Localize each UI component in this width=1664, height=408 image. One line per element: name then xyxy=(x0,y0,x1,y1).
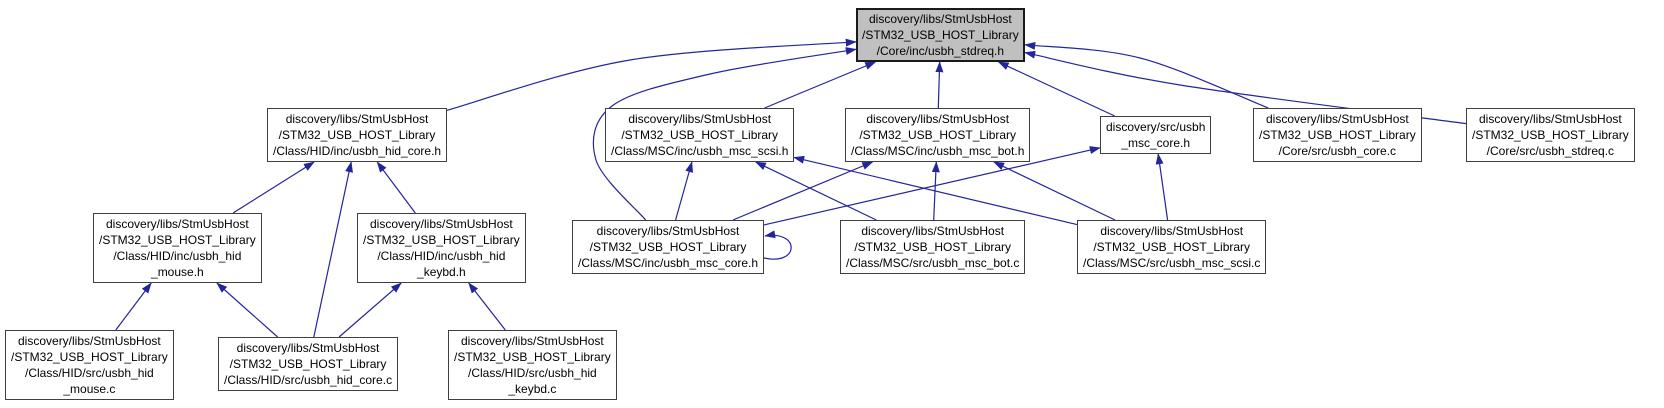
node-label-line: discovery/libs/StmUsbHost xyxy=(628,112,772,126)
node-label-line: /Class/HID/inc/usbh_hid xyxy=(377,249,506,263)
node-label-line: _mouse.h xyxy=(151,265,204,279)
node-label-line: /STM32_USB_HOST_Library xyxy=(621,128,779,142)
node-label-line: discovery/libs/StmUsbHost xyxy=(1266,112,1409,126)
node-label-line: /STM32_USB_HOST_Library xyxy=(363,233,520,247)
node-label-line: _msc_core.h xyxy=(1121,136,1191,150)
graph-node-msc-scsi-c[interactable]: discovery/libs/StmUsbHost/STM32_USB_HOST… xyxy=(1077,220,1267,274)
dependency-edge-msc_core_h-to-msc_scsi_h xyxy=(675,161,693,221)
node-label-line: /STM32_USB_HOST_Library xyxy=(99,233,256,247)
node-label-line: /Class/HID/inc/usbh_hid xyxy=(113,249,242,263)
graph-node-hid-mouse-c[interactable]: discovery/libs/StmUsbHost/STM32_USB_HOST… xyxy=(5,330,174,400)
dependency-edge-hid_mouse_c-to-hid_mouse_h xyxy=(115,282,152,331)
dependency-edge-hid_keybd_c-to-hid_keybd_h xyxy=(468,282,506,331)
node-label-line: /STM32_USB_HOST_Library xyxy=(862,28,1019,42)
graph-node-hid-core-h[interactable]: discovery/libs/StmUsbHost/STM32_USB_HOST… xyxy=(267,108,448,162)
node-label-line: /Class/MSC/inc/usbh_msc_core.h xyxy=(578,256,759,270)
graph-node-msc-scsi-h[interactable]: discovery/libs/StmUsbHost/STM32_USB_HOST… xyxy=(605,108,795,162)
node-label-line: /STM32_USB_HOST_Library xyxy=(278,128,436,142)
node-label-line: /Class/MSC/inc/usbh_msc_scsi.h xyxy=(611,144,789,158)
node-label-line: discovery/libs/StmUsbHost xyxy=(461,334,604,348)
node-label-line: discovery/libs/StmUsbHost xyxy=(18,334,161,348)
node-label-line: /Class/MSC/src/usbh_msc_bot.c xyxy=(846,256,1020,270)
dependency-edge-msc_scsi_h-to-stdreq_h xyxy=(764,61,877,109)
node-label-line: /STM32_USB_HOST_Library xyxy=(454,350,611,364)
node-label-line: /STM32_USB_HOST_Library xyxy=(11,350,168,364)
node-label-line: /STM32_USB_HOST_Library xyxy=(1472,128,1629,142)
dependency-edge-usbh_core_c-to-stdreq_h xyxy=(1024,41,1269,109)
dependency-edge-msc_bot_h-to-stdreq_h xyxy=(935,61,944,109)
node-label-line: discovery/libs/StmUsbHost xyxy=(861,224,1005,238)
graph-node-usbh-core-c[interactable]: discovery/libs/StmUsbHost/STM32_USB_HOST… xyxy=(1253,108,1422,162)
dependency-edge-hid_core_c-to-hid_keybd_h xyxy=(338,282,402,338)
dependency-edge-msc_core_h-to-stdreq_h xyxy=(592,47,857,221)
node-label-line: discovery/libs/StmUsbHost xyxy=(866,112,1010,126)
node-label-line: /STM32_USB_HOST_Library xyxy=(854,240,1012,254)
dependency-edge-msc_scsi_c-to-src_msc_core_h xyxy=(1155,153,1169,221)
dependency-edge-msc_core_h-to-msc_core_h xyxy=(763,230,792,260)
node-label-line: discovery/libs/StmUsbHost xyxy=(1100,224,1244,238)
node-label-line: /Class/HID/src/usbh_hid xyxy=(25,366,154,380)
node-label-line: /Core/inc/usbh_stdreq.h xyxy=(876,44,1005,58)
dependency-edge-msc_bot_c-to-msc_bot_h xyxy=(931,161,940,221)
node-label-line: discovery/libs/StmUsbHost xyxy=(1479,112,1622,126)
dependency-edge-hid_core_h-to-stdreq_h xyxy=(446,38,857,111)
node-label-line: discovery/libs/StmUsbHost xyxy=(370,217,513,231)
node-label-line: _mouse.c xyxy=(63,382,116,396)
graph-node-hid-mouse-h[interactable]: discovery/libs/StmUsbHost/STM32_USB_HOST… xyxy=(93,213,262,283)
node-label-line: _keybd.c xyxy=(508,382,557,396)
dependency-edge-msc_scsi_c-to-msc_bot_h xyxy=(993,161,1116,221)
node-label-line: /STM32_USB_HOST_Library xyxy=(1093,240,1251,254)
node-label-line: /STM32_USB_HOST_Library xyxy=(1259,128,1416,142)
node-label-line: /Class/HID/inc/usbh_hid_core.h xyxy=(273,144,442,158)
node-label-line: /STM32_USB_HOST_Library xyxy=(859,128,1017,142)
graph-node-hid-core-c[interactable]: discovery/libs/StmUsbHost/STM32_USB_HOST… xyxy=(218,337,399,391)
node-label-line: /Core/src/usbh_stdreq.c xyxy=(1486,144,1615,158)
node-label-line: /Class/MSC/src/usbh_msc_scsi.c xyxy=(1083,256,1261,270)
node-label-line: /Core/src/usbh_core.c xyxy=(1278,144,1397,158)
graph-node-msc-bot-h[interactable]: discovery/libs/StmUsbHost/STM32_USB_HOST… xyxy=(845,108,1031,162)
graph-node-hid-keybd-c[interactable]: discovery/libs/StmUsbHost/STM32_USB_HOST… xyxy=(448,330,617,400)
node-label-line: /STM32_USB_HOST_Library xyxy=(229,357,387,371)
node-label-line: discovery/libs/StmUsbHost xyxy=(869,12,1012,26)
dependency-edge-hid_mouse_h-to-hid_core_h xyxy=(232,161,315,214)
graph-node-stdreq-h[interactable]: discovery/libs/StmUsbHost/STM32_USB_HOST… xyxy=(856,8,1025,62)
dependency-edge-msc_core_h-to-src_msc_core_h xyxy=(763,146,1101,226)
node-label-line: discovery/src/usbh xyxy=(1106,120,1206,134)
graph-node-hid-keybd-h[interactable]: discovery/libs/StmUsbHost/STM32_USB_HOST… xyxy=(357,213,526,283)
node-label-line: /Class/HID/src/usbh_hid xyxy=(468,366,597,380)
node-label-line: _keybd.h xyxy=(417,265,466,279)
node-label-line: /Class/HID/src/usbh_hid_core.c xyxy=(224,373,393,387)
dependency-edge-msc_core_h-to-msc_bot_h xyxy=(732,161,874,221)
graph-node-usbh-stdreq-c[interactable]: discovery/libs/StmUsbHost/STM32_USB_HOST… xyxy=(1466,108,1635,162)
dependency-edge-msc_bot_c-to-msc_scsi_h xyxy=(754,161,877,221)
graph-node-msc-bot-c[interactable]: discovery/libs/StmUsbHost/STM32_USB_HOST… xyxy=(840,220,1026,274)
node-label-line: discovery/libs/StmUsbHost xyxy=(236,341,380,355)
node-label-line: discovery/libs/StmUsbHost xyxy=(106,217,249,231)
graph-node-src-msc-core-h[interactable]: discovery/src/usbh _msc_core.h xyxy=(1100,116,1212,154)
node-label-line: discovery/libs/StmUsbHost xyxy=(285,112,429,126)
node-label-line: discovery/libs/StmUsbHost xyxy=(596,224,740,238)
dependency-edge-hid_core_c-to-hid_core_h xyxy=(313,161,353,338)
dependency-edge-hid_keybd_h-to-hid_core_h xyxy=(376,161,416,214)
dependency-edge-hid_core_c-to-hid_mouse_h xyxy=(216,282,278,338)
dependency-edge-src_msc_core_h-to-stdreq_h xyxy=(997,61,1115,117)
node-label-line: /Class/MSC/inc/usbh_msc_bot.h xyxy=(851,144,1025,158)
graph-node-msc-core-h[interactable]: discovery/libs/StmUsbHost/STM32_USB_HOST… xyxy=(572,220,765,274)
node-label-line: /STM32_USB_HOST_Library xyxy=(589,240,747,254)
